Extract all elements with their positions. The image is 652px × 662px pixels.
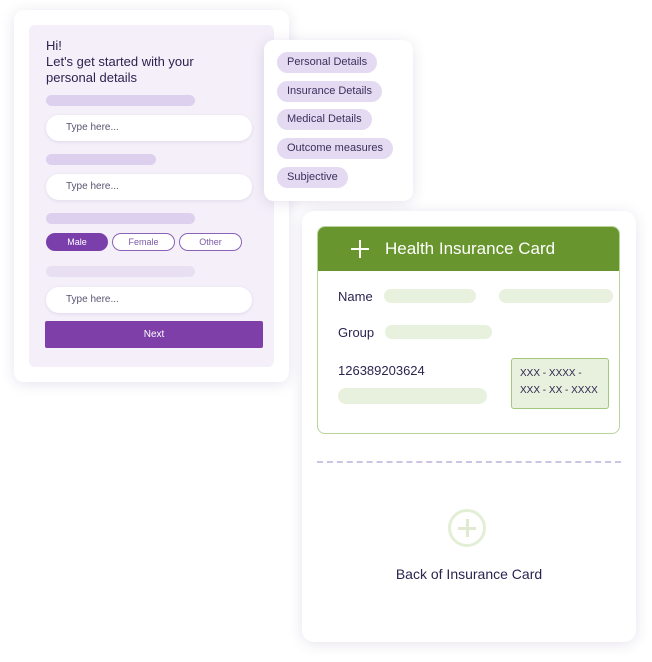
- greeting-line-1: Hi!: [46, 38, 62, 53]
- greeting-line-2: Let's get started with your: [46, 54, 194, 69]
- gender-option-female[interactable]: Female: [112, 233, 175, 251]
- card-number-line-2: XXX - XX - XXXX: [520, 385, 598, 396]
- gender-option-other[interactable]: Other: [179, 233, 242, 251]
- add-back-card-icon[interactable]: [448, 509, 486, 547]
- field-label-placeholder: [46, 154, 156, 165]
- tag-personal-details[interactable]: Personal Details: [277, 52, 378, 73]
- field-label-placeholder: [46, 213, 195, 224]
- tag-insurance-details[interactable]: Insurance Details: [277, 81, 382, 102]
- name-label: Name: [338, 289, 373, 304]
- gender-option-male[interactable]: Male: [46, 233, 108, 251]
- insurance-card-header: Health Insurance Card: [318, 227, 619, 271]
- group-value-placeholder: [385, 325, 492, 339]
- text-input-3[interactable]: Type here...: [46, 287, 252, 313]
- section-tags-card: Personal Details Insurance Details Medic…: [264, 40, 413, 201]
- back-of-card-label: Back of Insurance Card: [395, 566, 543, 582]
- text-input-1[interactable]: Type here...: [46, 115, 252, 141]
- name-value-placeholder: [384, 289, 476, 303]
- name-value-placeholder-2: [499, 289, 613, 303]
- card-divider: [317, 461, 621, 463]
- tag-medical-details[interactable]: Medical Details: [277, 109, 372, 130]
- text-input-2[interactable]: Type here...: [46, 174, 252, 200]
- tag-outcome-measures[interactable]: Outcome measures: [277, 138, 393, 159]
- form-greeting: Hi! Let's get started with your personal…: [46, 38, 194, 86]
- greeting-line-3: personal details: [46, 70, 138, 85]
- next-button[interactable]: Next: [45, 321, 263, 348]
- tag-subjective[interactable]: Subjective: [277, 167, 348, 188]
- card-number-box: XXX - XXXX - XXX - XX - XXXX: [511, 358, 609, 409]
- field-label-placeholder: [46, 95, 195, 106]
- field-label-placeholder: [46, 266, 195, 277]
- insurance-card-panel: Health Insurance Card Name Group 1263892…: [302, 211, 636, 642]
- plus-icon[interactable]: [350, 239, 370, 259]
- group-label: Group: [338, 325, 375, 340]
- form-panel: Hi! Let's get started with your personal…: [29, 25, 274, 367]
- personal-details-form-card: Hi! Let's get started with your personal…: [14, 10, 289, 382]
- card-number-line-1: XXX - XXXX -: [520, 368, 582, 379]
- insurance-card-title: Health Insurance Card: [385, 239, 556, 258]
- member-value-placeholder: [338, 388, 487, 404]
- member-number: 126389203624: [338, 363, 425, 378]
- insurance-card-front: Health Insurance Card Name Group 1263892…: [317, 226, 620, 434]
